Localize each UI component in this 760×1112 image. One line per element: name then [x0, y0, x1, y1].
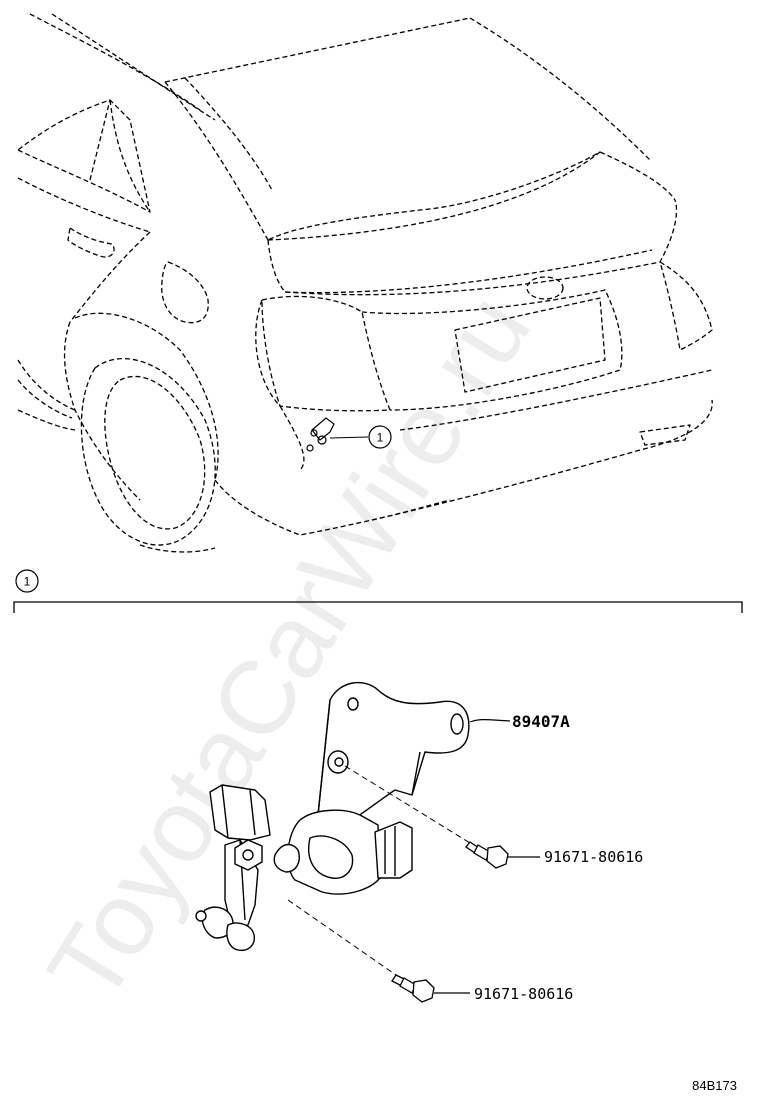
bolt-lower	[391, 974, 435, 1003]
diagram-code: 84B173	[692, 1078, 737, 1093]
vehicle-rear-illustration	[17, 13, 713, 553]
sensor-location-marker	[306, 417, 369, 452]
part-number-sensor: 89407A	[512, 712, 570, 731]
height-control-sensor-assembly	[195, 681, 470, 952]
leader-line-sensor	[469, 719, 511, 723]
dashed-guide-lower	[287, 899, 397, 976]
location-callout-circle	[368, 425, 392, 449]
detail-section-bracket	[13, 601, 743, 613]
dashed-guide-upper	[344, 765, 471, 844]
watermark: ToyotaCarWire.ru	[26, 275, 553, 1023]
bolt-upper	[465, 841, 509, 869]
part-number-bolt-upper: 91671-80616	[544, 848, 643, 866]
detail-callout-circle	[15, 569, 39, 593]
part-number-bolt-lower: 91671-80616	[474, 985, 573, 1003]
detail-callout-number: 1	[24, 575, 31, 589]
location-callout-number: 1	[377, 431, 384, 445]
